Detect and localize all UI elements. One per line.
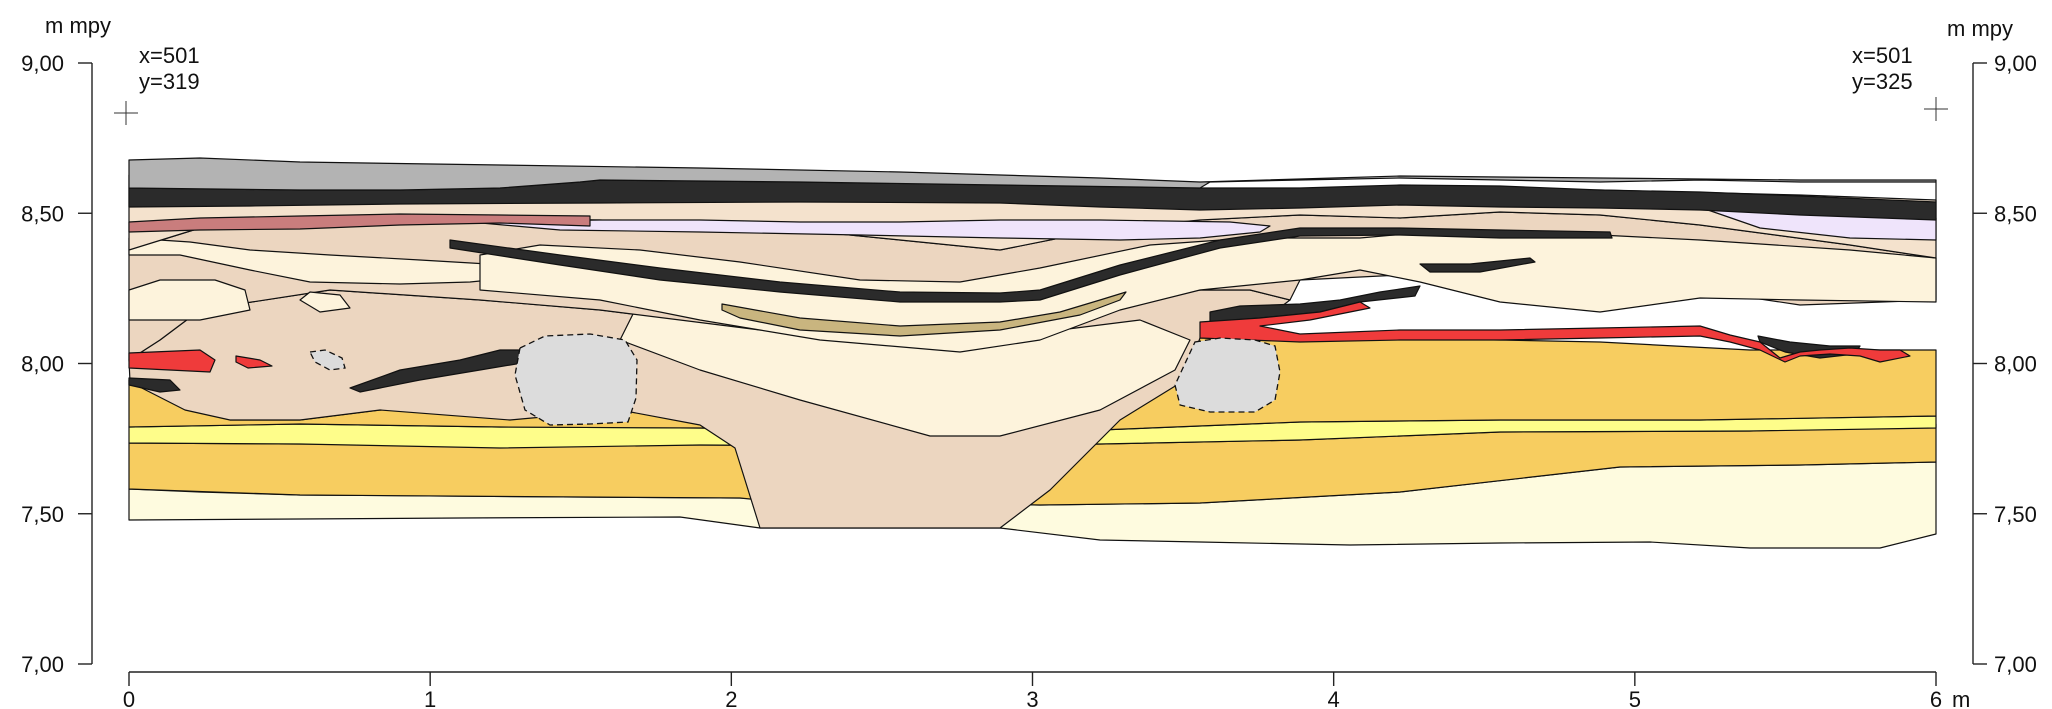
left-y-ticks: 9,00 8,50 8,00 7,50 7,00 (21, 51, 92, 677)
left-reference-y: y=319 (139, 69, 200, 94)
layer-charcoal-right-lens (1419, 257, 1536, 273)
left-unit-label: m mpy (45, 13, 111, 38)
right-reference-y: y=325 (1852, 69, 1913, 94)
x-ticks: 0 1 2 3 4 5 6 (123, 672, 1942, 709)
right-y-tick-label: 7,00 (1994, 652, 2037, 677)
reference-cross-right (1924, 97, 1948, 121)
right-y-tick-label: 8,00 (1994, 352, 2037, 377)
layer-cream-left-blob-2 (299, 291, 351, 313)
left-y-tick-label: 7,00 (21, 652, 64, 677)
stratigraphy (128, 157, 1937, 549)
axes: 9,00 8,50 8,00 7,50 7,00 9,00 8,50 8,00 7,50 7,0… (21, 51, 2037, 709)
stone-right (1174, 337, 1281, 413)
x-tick-label: 2 (725, 687, 737, 709)
layer-rose-clay (128, 213, 591, 233)
layer-charcoal-diagonal (449, 227, 1613, 303)
reference-cross-left (114, 101, 138, 125)
layer-olive-sand (721, 291, 1127, 337)
x-tick-label: 6 (1930, 687, 1942, 709)
x-tick-label: 4 (1328, 687, 1340, 709)
layer-turf (128, 157, 1937, 203)
layer-burnt-red-left-small (235, 355, 273, 369)
left-y-tick-label: 7,50 (21, 502, 64, 527)
x-tick-label: 3 (1026, 687, 1038, 709)
stone-small (309, 349, 346, 371)
x-unit-label: m (1952, 687, 1970, 709)
right-y-tick-label: 8,50 (1994, 201, 2037, 226)
layer-charcoal-left-small (128, 377, 181, 393)
x-tick-label: 0 (123, 687, 135, 709)
right-reference-x: x=501 (1852, 43, 1913, 68)
right-y-tick-label: 9,00 (1994, 51, 2037, 76)
stone-left (514, 333, 638, 426)
left-reference-x: x=501 (139, 43, 200, 68)
left-y-tick-label: 9,00 (21, 51, 64, 76)
layer-burnt-red-left (128, 349, 216, 373)
right-y-tick-label: 7,50 (1994, 502, 2037, 527)
x-tick-label: 1 (424, 687, 436, 709)
layer-burnt-red-right (1199, 301, 1911, 363)
left-y-tick-label: 8,00 (21, 352, 64, 377)
x-tick-label: 5 (1629, 687, 1641, 709)
left-y-tick-label: 8,50 (21, 201, 64, 226)
right-y-ticks: 9,00 8,50 8,00 7,50 7,00 (1973, 51, 2037, 677)
right-unit-label: m mpy (1947, 16, 2013, 41)
layer-cream-left-blob (128, 279, 251, 321)
layer-lavender (469, 219, 1271, 241)
